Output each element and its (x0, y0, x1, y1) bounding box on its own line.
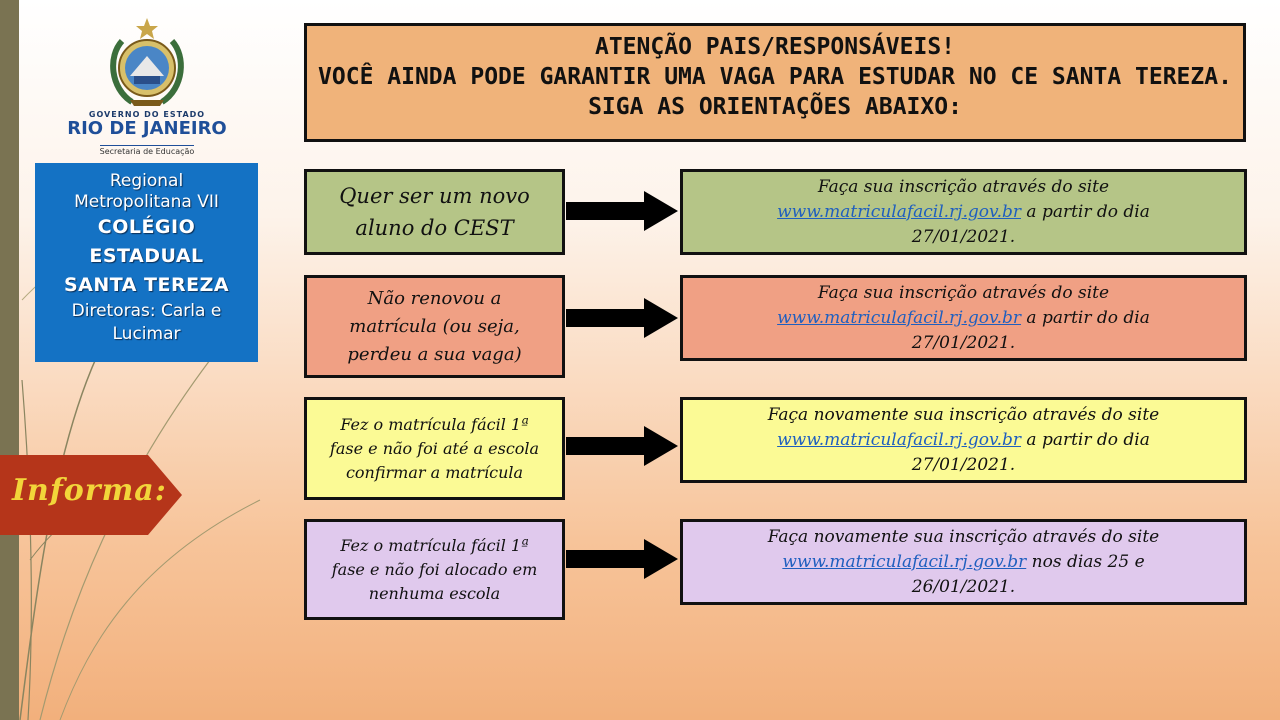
answer-box-3: Faça novamente sua inscrição através do … (680, 397, 1247, 483)
informa-text: Informa: (12, 473, 167, 508)
directors-line-2: Lucimar (112, 324, 181, 344)
directors-line-1: Diretoras: Carla e (71, 301, 222, 321)
state-logo: GOVERNO DO ESTADO RIO DE JANEIRO Secreta… (62, 16, 232, 156)
question-3-line-1: Fez o matrícula fácil 1ª (340, 414, 529, 434)
coat-of-arms-icon (110, 18, 184, 106)
question-3-line-2: fase e não foi até a escola (329, 438, 540, 458)
question-4-line-2: fase e não foi alocado em (331, 559, 538, 579)
college-line-1: COLÉGIO (97, 216, 196, 238)
informa-banner: Informa: (0, 455, 182, 535)
arrow-right-icon (566, 298, 678, 338)
answer-box-1: Faça sua inscrição através do site www.m… (680, 169, 1247, 255)
answer-1-date: 27/01/2021. (911, 226, 1016, 247)
title-line-2: VOCÊ AINDA PODE GARANTIR UMA VAGA PARA E… (318, 64, 1232, 90)
answer-2-link[interactable]: www.matriculafacil.rj.gov.br (777, 307, 1021, 328)
answer-4-link[interactable]: www.matriculafacil.rj.gov.br (782, 551, 1027, 572)
left-accent-bar (0, 0, 19, 720)
answer-box-4: Faça novamente sua inscrição através do … (680, 519, 1247, 605)
answer-3-intro: Faça novamente sua inscrição através do … (767, 404, 1160, 425)
question-1-line-1: Quer ser um novo (339, 184, 530, 208)
answer-2-suffix: a partir do dia (1021, 307, 1150, 328)
question-box-4: Fez o matrícula fácil 1ª fase e não foi … (304, 519, 565, 620)
answer-3-suffix: a partir do dia (1021, 429, 1150, 450)
title-line-3: SIGA AS ORIENTAÇÕES ABAIXO: (588, 94, 962, 120)
answer-2-date: 27/01/2021. (911, 332, 1016, 353)
college-line-3: SANTA TEREZA (63, 274, 230, 296)
answer-1-suffix: a partir do dia (1021, 201, 1150, 222)
question-box-3: Fez o matrícula fácil 1ª fase e não foi … (304, 397, 565, 500)
title-line-1: ATENÇÃO PAIS/RESPONSÁVEIS! (594, 34, 956, 60)
arrow-right-icon (566, 426, 678, 466)
question-box-1: Quer ser um novo aluno do CEST (304, 169, 565, 255)
answer-4-intro: Faça novamente sua inscrição através do … (767, 526, 1160, 547)
regional-line-1: Regional (109, 171, 184, 191)
logo-gov-text: GOVERNO DO ESTADO (88, 110, 206, 119)
question-3-line-3: confirmar a matrícula (345, 462, 524, 482)
answer-3-date: 27/01/2021. (911, 454, 1016, 475)
announcement-title: ATENÇÃO PAIS/RESPONSÁVEIS! VOCÊ AINDA PO… (304, 23, 1246, 142)
question-2-line-2: matrícula (ou seja, (349, 315, 520, 337)
question-2-line-1: Não renovou a (367, 287, 502, 309)
college-line-2: ESTADUAL (89, 245, 204, 267)
answer-1-link[interactable]: www.matriculafacil.rj.gov.br (777, 201, 1021, 222)
answer-3-link[interactable]: www.matriculafacil.rj.gov.br (777, 429, 1021, 450)
answer-1-intro: Faça sua inscrição através do site (817, 176, 1110, 197)
regional-line-2: Metropolitana VII (74, 192, 219, 212)
arrow-right-icon (566, 191, 678, 231)
question-box-2: Não renovou a matrícula (ou seja, perdeu… (304, 275, 565, 378)
question-1-line-2: aluno do CEST (355, 216, 514, 240)
answer-2-intro: Faça sua inscrição através do site (817, 282, 1110, 303)
answer-4-date: 26/01/2021. (911, 576, 1016, 597)
logo-rio-text: RIO DE JANEIRO (67, 118, 227, 139)
logo-sec-text: Secretaria de Educação (99, 145, 195, 156)
arrow-right-icon (566, 539, 678, 579)
question-2-line-3: perdeu a sua vaga) (347, 343, 522, 365)
answer-box-2: Faça sua inscrição através do site www.m… (680, 275, 1247, 361)
question-4-line-3: nenhuma escola (368, 583, 501, 603)
informa-pentagon-shape (0, 455, 182, 535)
answer-4-suffix: nos dias 25 e (1026, 551, 1145, 572)
question-4-line-1: Fez o matrícula fácil 1ª (340, 535, 529, 555)
school-info-box: Regional Metropolitana VII COLÉGIO ESTAD… (35, 163, 258, 362)
